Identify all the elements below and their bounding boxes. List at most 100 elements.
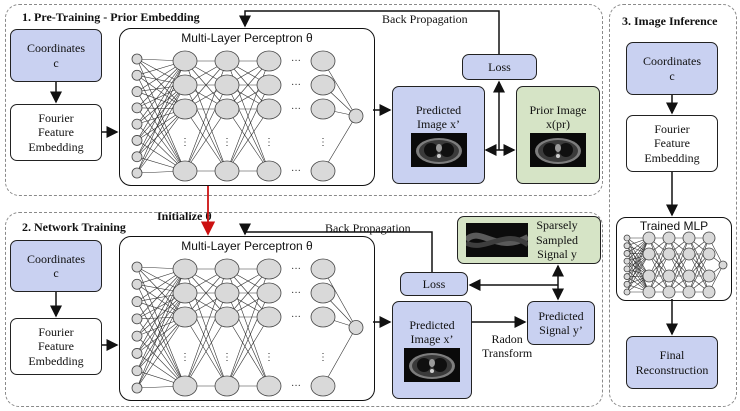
section1-backprop-label: Back Propagation <box>382 12 468 26</box>
mlp-neuron <box>623 234 631 242</box>
section1-fourier-line3: Embedding <box>28 139 84 154</box>
section3-fourier-box: Fourier Feature Embedding <box>626 115 718 172</box>
section3-final-reconstruction-box: Final Reconstruction <box>626 336 718 389</box>
section2-predicted-line2: Image x’ <box>410 332 454 346</box>
mlp-neuron <box>682 285 696 299</box>
mlp-neuron <box>214 306 240 328</box>
section1-predicted-image-box: Predicted Image x’ <box>392 86 485 184</box>
mlp-ellipsis: ⋮ <box>264 137 274 148</box>
mlp-neuron <box>172 160 198 182</box>
section1-loss-box: Loss <box>462 54 537 80</box>
mlp-neuron <box>642 231 656 245</box>
section2-sparse-line3: Signal y <box>537 247 577 262</box>
section1-mlp-net: ⋮⋮⋮⋮············ <box>131 50 364 182</box>
section2-predsig-line1: Predicted <box>538 308 584 323</box>
mlp-neuron <box>702 269 716 283</box>
mlp-connection <box>136 292 186 354</box>
mlp-ellipsis: ··· <box>291 104 301 115</box>
mlp-ellipsis: ⋮ <box>318 352 328 363</box>
section3-fourier-line3: Embedding <box>644 150 700 165</box>
mlp-neuron <box>131 365 143 377</box>
section3-mlp-net <box>623 231 728 299</box>
ct-scan-image <box>404 348 460 383</box>
mlp-neuron <box>131 151 143 163</box>
mlp-neuron <box>702 231 716 245</box>
mlp-neuron <box>642 247 656 261</box>
section3-coordinates-box: Coordinates c <box>626 42 718 95</box>
section3-trained-mlp-title: Trained MLP <box>639 219 709 233</box>
mlp-neuron <box>623 280 631 288</box>
mlp-connection <box>136 60 186 157</box>
section3-coordinates-label: Coordinates <box>643 54 701 69</box>
mlp-neuron <box>256 306 282 328</box>
mlp-ellipsis: ⋮ <box>318 137 328 148</box>
mlp-ellipsis: ··· <box>291 80 301 91</box>
mlp-neuron <box>214 98 240 120</box>
mlp-neuron <box>310 258 336 280</box>
mlp-connection <box>136 268 186 320</box>
mlp-connection <box>136 84 186 141</box>
mlp-ellipsis: ⋮ <box>222 137 232 148</box>
mlp-connection <box>648 237 670 293</box>
section2-sparse-line1: Sparsely <box>536 218 578 233</box>
mlp-neuron <box>131 135 143 146</box>
section2-fourier-line1: Fourier <box>38 324 74 339</box>
section3-final-line2: Reconstruction <box>635 362 709 377</box>
mlp-connection <box>136 108 186 174</box>
section2-loss-label: Loss <box>422 276 446 291</box>
mlp-neuron <box>131 118 143 130</box>
section3-final-line1: Final <box>659 348 685 363</box>
mlp-neuron <box>702 285 716 299</box>
section2-predsig-line2: Signal y’ <box>539 323 583 337</box>
section1-coordinates-symbol: c <box>53 55 59 70</box>
mlp-neuron <box>256 375 282 397</box>
section3-title: 3. Image Inference <box>622 14 718 28</box>
section2-predicted-signal-box: Predicted Signal y’ <box>527 301 595 345</box>
mlp-neuron <box>172 74 198 96</box>
mlp-neuron <box>131 86 143 97</box>
mlp-neuron <box>256 258 282 280</box>
mlp-connection <box>136 84 186 157</box>
mlp-connection <box>688 253 710 293</box>
mlp-neuron <box>214 375 240 397</box>
mlp-ellipsis: ⋮ <box>180 137 190 148</box>
mlp-neuron <box>214 50 240 72</box>
mlp-connection <box>136 292 186 371</box>
mlp-neuron <box>718 260 728 270</box>
mlp-connection <box>136 292 186 389</box>
section2-coordinates-symbol: c <box>53 266 59 280</box>
section1-prior-line2: x(pr) <box>546 117 570 131</box>
mlp-connection <box>136 91 186 172</box>
mlp-ellipsis: ⋮ <box>264 352 274 363</box>
section3-mlp-network <box>623 231 728 299</box>
mlp-connection <box>136 58 186 172</box>
mlp-connection <box>226 316 270 387</box>
mlp-connection <box>136 107 186 172</box>
section2-fourier-line2: Feature <box>38 339 74 354</box>
mlp-connection <box>136 316 186 371</box>
mlp-neuron <box>310 375 336 397</box>
mlp-ellipsis: ⋮ <box>222 352 232 363</box>
section2-predicted-line1: Predicted <box>409 317 455 332</box>
section1-prior-image-box: Prior Image x(pr) <box>516 86 600 184</box>
section2-mlp-box: Multi-Layer Perceptron θ ⋮⋮⋮⋮···········… <box>119 236 375 401</box>
mlp-connection <box>136 75 186 172</box>
section3-trained-mlp-box: Trained MLP <box>616 217 732 301</box>
section2-radon-line1: Radon <box>491 332 523 346</box>
mlp-neuron <box>172 258 198 280</box>
mlp-neuron <box>172 282 198 304</box>
mlp-neuron <box>172 98 198 120</box>
mlp-neuron <box>642 269 656 283</box>
initialize-label: Initialize θ <box>157 209 212 223</box>
mlp-neuron <box>310 306 336 328</box>
mlp-neuron <box>623 288 631 296</box>
section2-fourier-box: Fourier Feature Embedding <box>10 318 102 375</box>
mlp-connection <box>136 60 186 125</box>
section1-mlp-title: Multi-Layer Perceptron θ <box>181 31 313 45</box>
mlp-neuron <box>131 382 143 394</box>
mlp-neuron <box>214 74 240 96</box>
mlp-connection <box>184 316 228 387</box>
panel-network-training <box>5 212 603 407</box>
mlp-connection <box>322 268 357 328</box>
